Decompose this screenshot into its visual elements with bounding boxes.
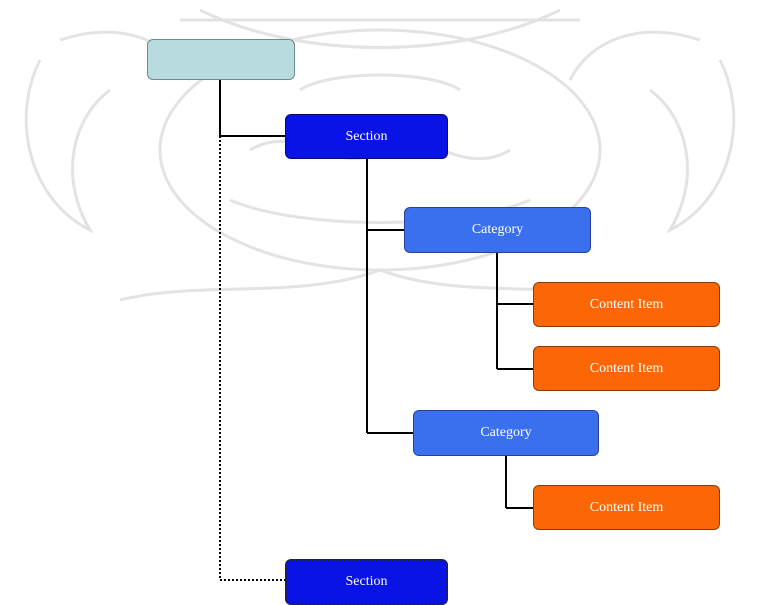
category-node-label: Category: [480, 425, 532, 440]
section-node-2: Section: [285, 559, 448, 605]
category-node-1: Category: [404, 207, 591, 253]
content-item-node-1: Content Item: [533, 282, 720, 327]
content-item-label: Content Item: [589, 499, 664, 515]
section-node-label: Section: [345, 128, 388, 144]
category-node-label: Category: [471, 222, 524, 237]
section-node-1: Section: [285, 114, 448, 159]
content-item-label: Content Item: [589, 296, 664, 312]
root-node: [147, 39, 295, 80]
section-node-label: Section: [345, 574, 388, 589]
category-node-2: Category: [413, 410, 599, 456]
content-item-node-2: Content Item: [533, 346, 720, 391]
content-item-node-3: Content Item: [533, 485, 720, 530]
content-item-label: Content Item: [589, 360, 664, 376]
